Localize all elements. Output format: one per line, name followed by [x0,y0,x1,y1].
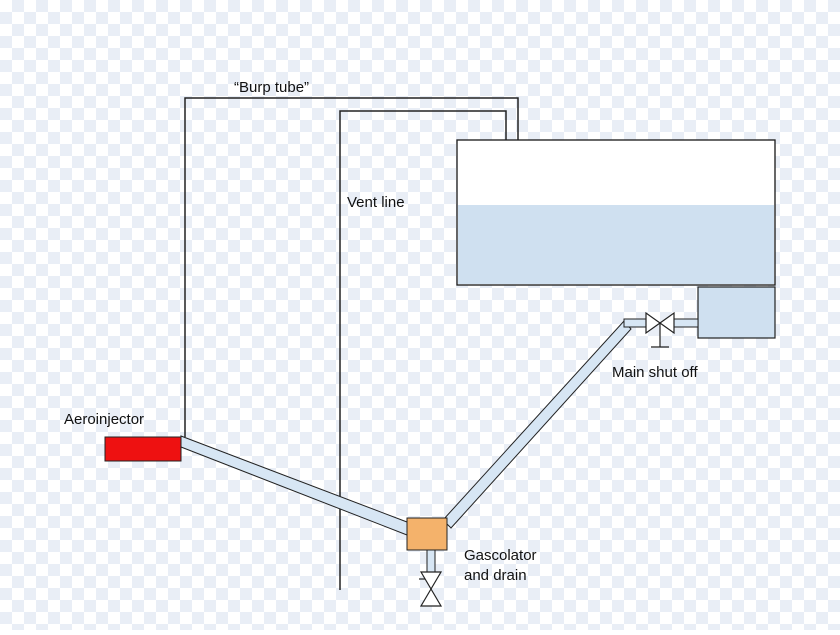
aeroinjector [104,436,182,462]
gascolator [406,517,448,551]
label-gascolator: Gascolator [464,547,537,564]
burp-tube [184,97,519,437]
pipe-gascolator-to-valve [442,320,632,529]
label-aeroinjector: Aeroinjector [64,411,144,428]
tank-fuel-level [458,205,774,284]
pipe-aeroinjector-to-gascolator [180,435,408,536]
vent-line [339,110,507,590]
label-gascolator-drain: and drain [464,567,527,584]
drain-valve-icon [419,549,443,607]
label-vent-line: Vent line [347,194,405,211]
label-main-shut-off: Main shut off [612,364,698,381]
fuel-tank [456,139,776,286]
main-shutoff-valve-icon [645,311,699,348]
pipe-valve-inlet [623,318,647,328]
sump-tank [697,286,776,339]
label-burp-tube: “Burp tube” [234,79,309,96]
tank-outline [456,139,776,286]
